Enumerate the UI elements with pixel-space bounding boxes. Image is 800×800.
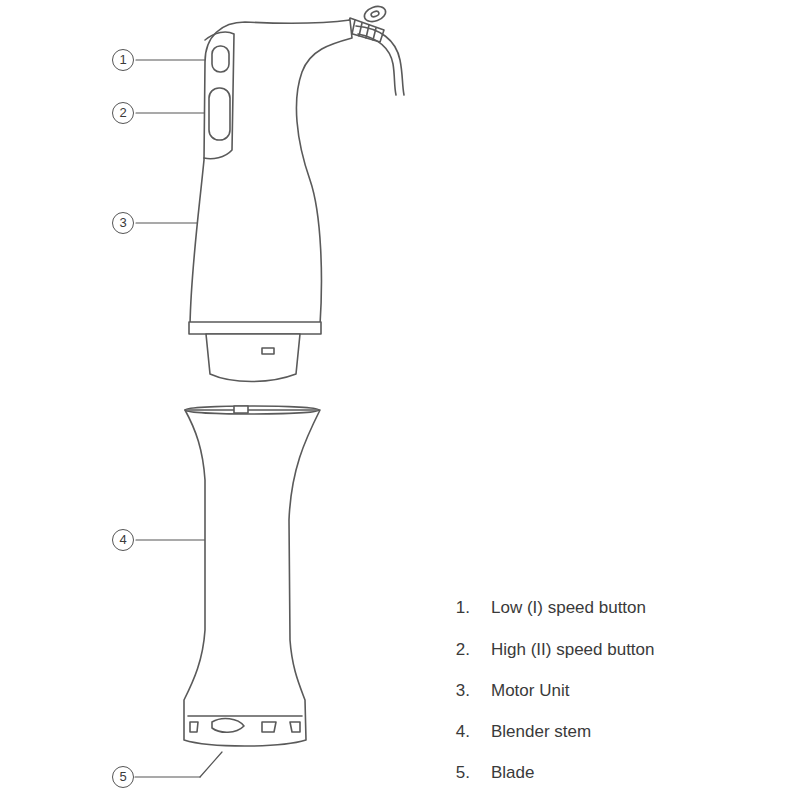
part-name: Low (I) speed button <box>491 598 646 618</box>
power-cord <box>346 4 404 95</box>
part-name: Blade <box>491 763 534 783</box>
legend-number: 3. <box>456 681 470 701</box>
legend-number: 5. <box>456 763 470 783</box>
callout-number: 4 <box>112 529 134 551</box>
callout-number: 1 <box>112 49 134 71</box>
blender-stem <box>184 406 320 746</box>
legend-number: 2. <box>456 640 470 660</box>
callout-number: 3 <box>112 212 134 234</box>
part-name: Blender stem <box>491 722 591 742</box>
part-name: High (II) speed button <box>491 640 654 660</box>
callout-number: 5 <box>112 766 134 788</box>
legend-number: 1. <box>456 598 470 618</box>
legend-number: 4. <box>456 722 470 742</box>
callout-number: 2 <box>112 102 134 124</box>
part-name: Motor Unit <box>491 681 569 701</box>
motor-unit <box>189 20 352 382</box>
